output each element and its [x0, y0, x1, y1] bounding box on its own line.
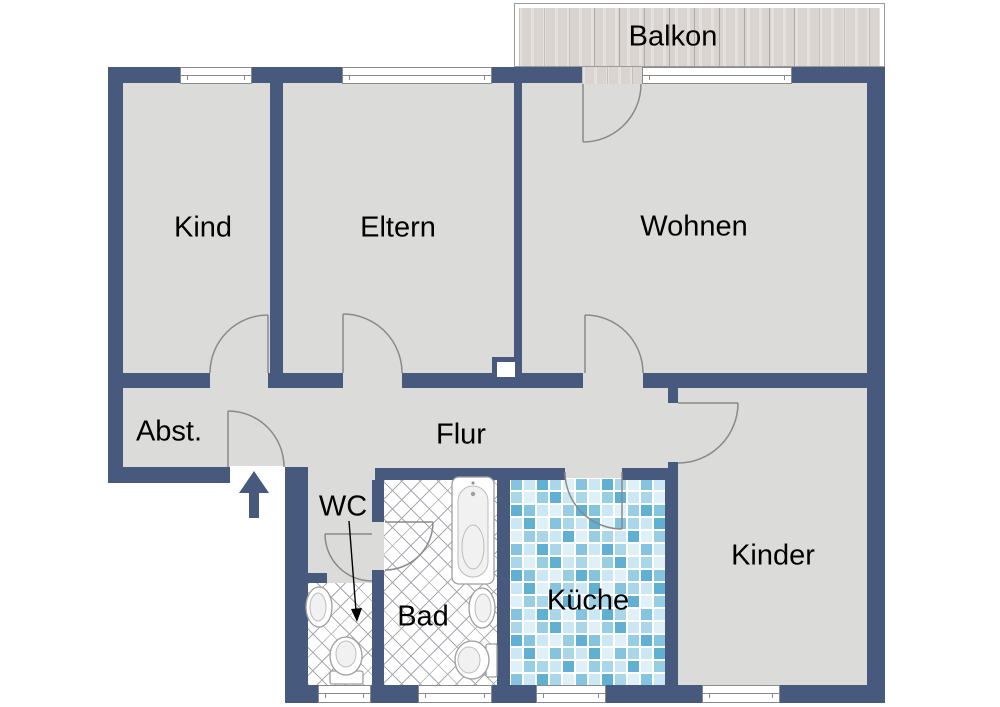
- wc-tile-floor: [308, 583, 372, 685]
- wall-bad-kueche: [497, 468, 510, 687]
- wall-outer-left: [108, 67, 123, 483]
- shaft-opening: [497, 362, 515, 377]
- wall-kueche-top-left: [497, 468, 565, 480]
- wall-kind-eltern: [270, 83, 283, 373]
- window-bad: [418, 685, 492, 703]
- wall-kueche-top-right: [622, 468, 678, 480]
- kitchen-mosaic-floor: [510, 478, 665, 685]
- wall-flur-top-1: [123, 373, 210, 388]
- wall-wc-top: [308, 573, 327, 583]
- kind-label: Kind: [173, 211, 233, 244]
- balkon-label: Balkon: [628, 20, 718, 53]
- balcony-wood-deck: [519, 8, 880, 66]
- wall-flur-top-5: [643, 373, 867, 388]
- wall-flur-top-2: [268, 373, 343, 388]
- kinder-label: Kinder: [731, 539, 815, 572]
- wohnen-label: Wohnen: [640, 210, 748, 243]
- balcony-area: [514, 3, 885, 67]
- bad-tile-floor: [384, 480, 497, 685]
- kueche-label: Küche: [546, 584, 630, 617]
- window-wohnen-balcony: [642, 67, 792, 84]
- wall-flur-top-4: [522, 373, 583, 388]
- window-kinder: [702, 685, 780, 703]
- window-eltern: [342, 67, 492, 84]
- window-kueche: [536, 685, 606, 703]
- wall-bad-left-upper: [372, 480, 384, 522]
- flur-label: Flur: [436, 418, 486, 451]
- floor-upper-block: [108, 67, 885, 483]
- abstellraum-label: Abst.: [135, 415, 203, 448]
- wall-abst-bottom: [108, 467, 230, 483]
- entrance-opening: [230, 466, 285, 483]
- wall-eltern-wohnen: [514, 83, 522, 357]
- balcony-door-threshold: [582, 67, 642, 84]
- bad-label: Bad: [397, 600, 449, 633]
- wc-label: WC: [318, 490, 368, 523]
- wall-bad-top: [375, 468, 500, 480]
- wall-flur-top-3: [402, 373, 492, 388]
- eltern-label: Eltern: [360, 211, 436, 244]
- wall-outer-right: [867, 67, 885, 703]
- wall-kueche-right: [665, 475, 678, 687]
- wall-wc-bad: [372, 573, 384, 687]
- window-wc: [318, 685, 371, 703]
- wall-kinder-door-stub-top: [668, 388, 678, 403]
- wall-outer-left-lower: [285, 467, 308, 703]
- window-kind: [180, 67, 252, 84]
